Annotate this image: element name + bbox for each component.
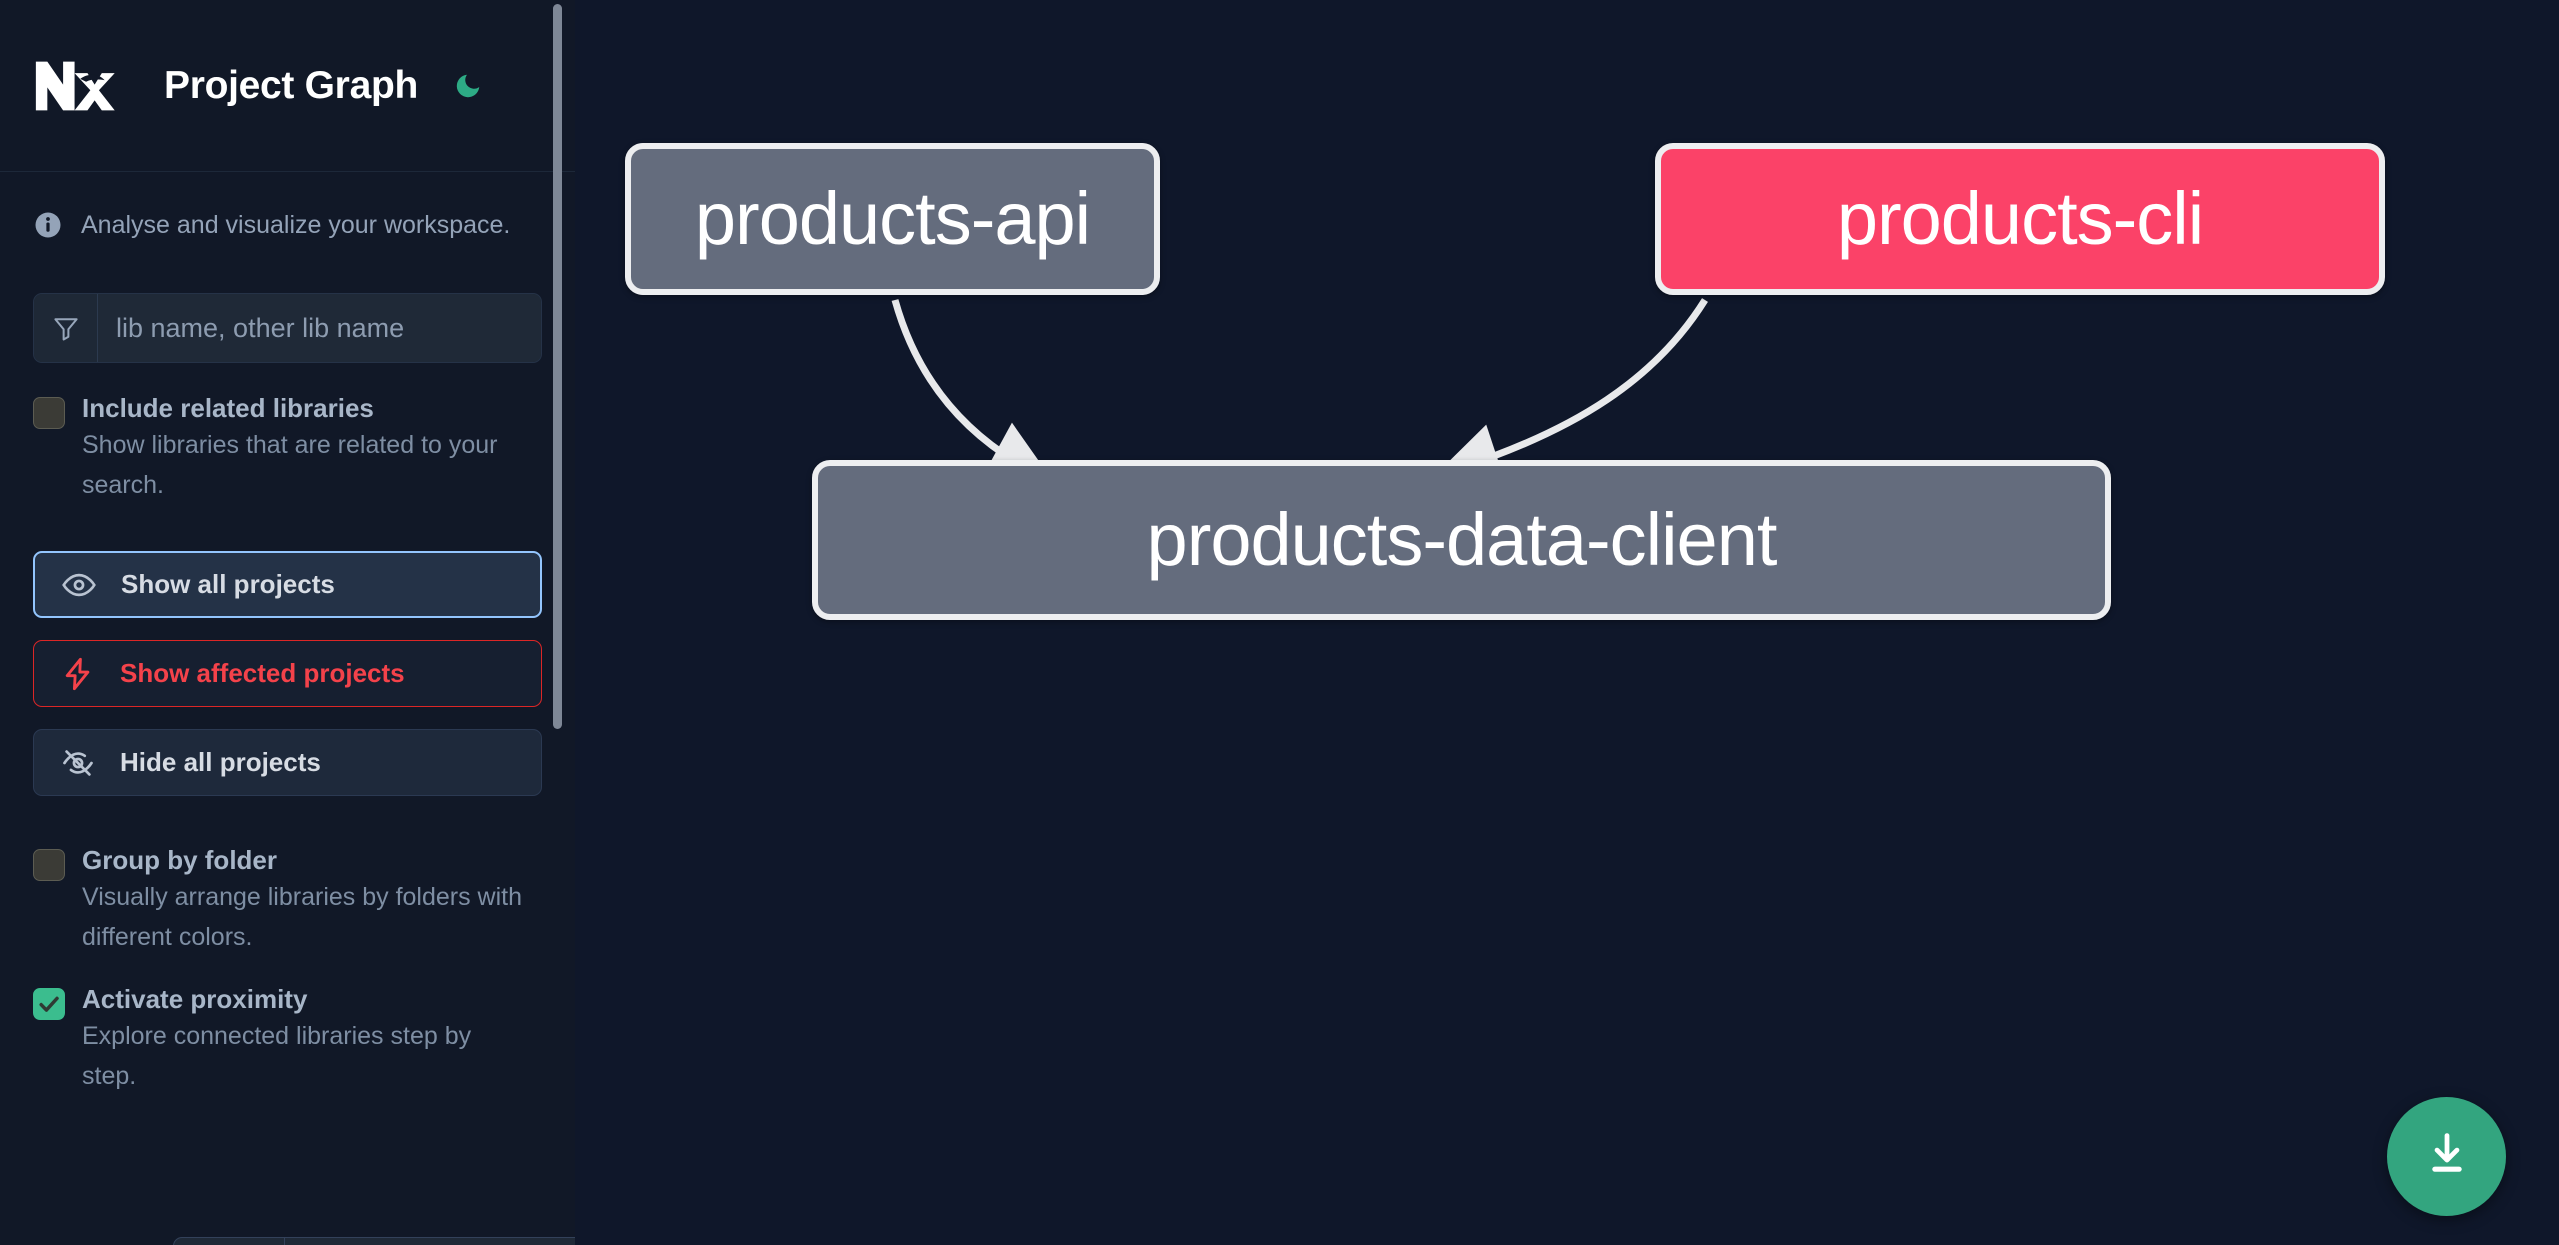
moon-icon[interactable] <box>448 66 488 106</box>
show-affected-projects-label: Show affected projects <box>120 658 405 688</box>
node-label: products-cli <box>1836 177 2204 260</box>
option-texts: Group by folder Visually arrange librari… <box>82 844 527 957</box>
bottom-partial-control[interactable] <box>173 1237 575 1245</box>
option-description: Visually arrange libraries by folders wi… <box>82 883 523 951</box>
option-include-related-libraries[interactable]: Include related libraries Show libraries… <box>33 363 542 505</box>
eye-icon <box>61 567 97 603</box>
edge-products-cli-to-products-data-client[interactable] <box>1433 298 1708 488</box>
graph-node-products-cli[interactable]: products-cli <box>1655 143 2385 295</box>
sidebar-scrollbar[interactable] <box>553 0 562 1245</box>
graph-node-products-api[interactable]: products-api <box>625 143 1160 295</box>
graph-node-products-data-client[interactable]: products-data-client <box>812 460 2111 620</box>
checkbox-include-related-libraries[interactable] <box>33 397 65 429</box>
graph-canvas[interactable]: products-api products-cli products-data-… <box>575 0 2559 1245</box>
option-activate-proximity[interactable]: Activate proximity Explore connected lib… <box>33 957 542 1096</box>
graph-edges-layer <box>891 298 1708 488</box>
sidebar: Project Graph Analyse and visualize yo <box>0 0 575 1245</box>
show-all-projects-button[interactable]: Show all projects <box>33 551 542 618</box>
sidebar-scrollbar-thumb[interactable] <box>553 4 562 729</box>
project-action-buttons: Show all projects Show affected projects <box>33 551 542 796</box>
workspace-info: Analyse and visualize your workspace. <box>0 172 575 240</box>
option-label: Include related libraries <box>82 393 374 423</box>
search-filter-row[interactable] <box>33 293 542 363</box>
info-circle-icon <box>33 210 63 240</box>
eye-off-icon <box>60 745 96 781</box>
funnel-filter-icon <box>34 294 98 362</box>
edge-products-api-to-products-data-client[interactable] <box>891 299 1055 484</box>
page-title: Project Graph <box>164 63 418 107</box>
checkbox-activate-proximity[interactable] <box>33 988 65 1020</box>
download-graph-button[interactable] <box>2387 1097 2506 1216</box>
lightning-bolt-icon <box>60 656 96 692</box>
option-group-by-folder[interactable]: Group by folder Visually arrange librari… <box>33 818 542 957</box>
option-texts: Activate proximity Explore connected lib… <box>82 983 527 1096</box>
show-all-projects-label: Show all projects <box>121 569 335 599</box>
checkbox-group-by-folder[interactable] <box>33 849 65 881</box>
download-icon <box>2421 1128 2473 1185</box>
nx-logo <box>33 57 119 115</box>
workspace-info-text: Analyse and visualize your workspace. <box>81 210 511 239</box>
option-description: Explore connected libraries step by step… <box>82 1022 472 1090</box>
option-texts: Include related libraries Show libraries… <box>82 392 527 505</box>
divider <box>284 1238 285 1245</box>
node-label: products-data-client <box>1146 498 1778 581</box>
show-affected-projects-button[interactable]: Show affected projects <box>33 640 542 707</box>
node-label: products-api <box>694 177 1091 260</box>
hide-all-projects-label: Hide all projects <box>120 747 321 777</box>
option-description: Show libraries that are related to your … <box>82 431 498 499</box>
option-label: Group by folder <box>82 845 277 875</box>
option-label: Activate proximity <box>82 984 308 1014</box>
sidebar-content: Project Graph Analyse and visualize yo <box>0 0 575 1245</box>
sidebar-header: Project Graph <box>0 0 575 172</box>
hide-all-projects-button[interactable]: Hide all projects <box>33 729 542 796</box>
search-input[interactable] <box>98 294 541 362</box>
